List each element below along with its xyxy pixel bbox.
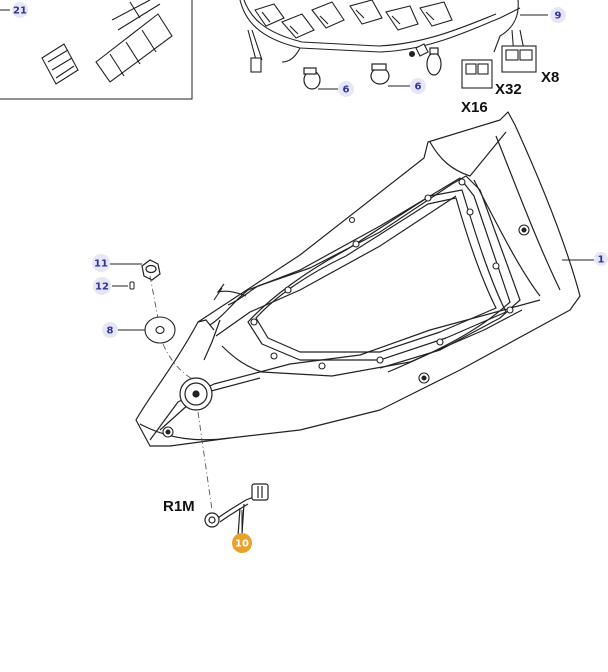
hose-clamp-right (426, 47, 442, 76)
callout-9-label: 9 (555, 11, 562, 22)
connector-label-r1m: R1M (163, 498, 195, 515)
nut-part (141, 259, 161, 281)
callout-1[interactable]: 1 (594, 252, 608, 266)
callout-6-left-label: 6 (343, 85, 350, 96)
assembly-guide-lines (149, 275, 213, 511)
callout-10-label: 10 (235, 539, 249, 550)
callout-6-right[interactable]: 6 (410, 78, 426, 94)
wire-harness (239, 0, 537, 89)
hose-clamp-center (370, 63, 390, 85)
main-panel-housing (135, 111, 581, 447)
callout-1-label: 1 (598, 255, 605, 266)
inset-clip-part (41, 0, 173, 85)
callout-11[interactable]: 11 (92, 254, 110, 272)
callout-8-label: 8 (107, 326, 114, 337)
panel-fasteners (162, 178, 530, 438)
callout-11-label: 11 (94, 259, 108, 270)
sensor-part (204, 483, 269, 537)
hose-clamp-left (303, 67, 321, 90)
callout-6-left[interactable]: 6 (338, 81, 354, 97)
callout-9[interactable]: 9 (550, 7, 566, 23)
callout-21-label: 21 (13, 6, 27, 17)
callout-8[interactable]: 8 (102, 322, 118, 338)
connector-label-x16: X16 (461, 99, 488, 116)
callout-10[interactable]: 10 (232, 533, 252, 553)
washer-part (144, 316, 176, 344)
panel-drain-opening (179, 377, 213, 411)
callout-12[interactable]: 12 (93, 277, 111, 295)
panel-wire (213, 283, 247, 301)
callout-12-label: 12 (95, 282, 109, 293)
callout-6-right-label: 6 (415, 82, 422, 93)
connector-label-x8: X8 (541, 69, 559, 86)
screw-part (129, 281, 135, 290)
leader-lines (110, 14, 594, 534)
inset-detail-box (0, 0, 193, 100)
connector-label-x32: X32 (495, 81, 522, 98)
callout-21[interactable]: 21 (12, 2, 28, 18)
